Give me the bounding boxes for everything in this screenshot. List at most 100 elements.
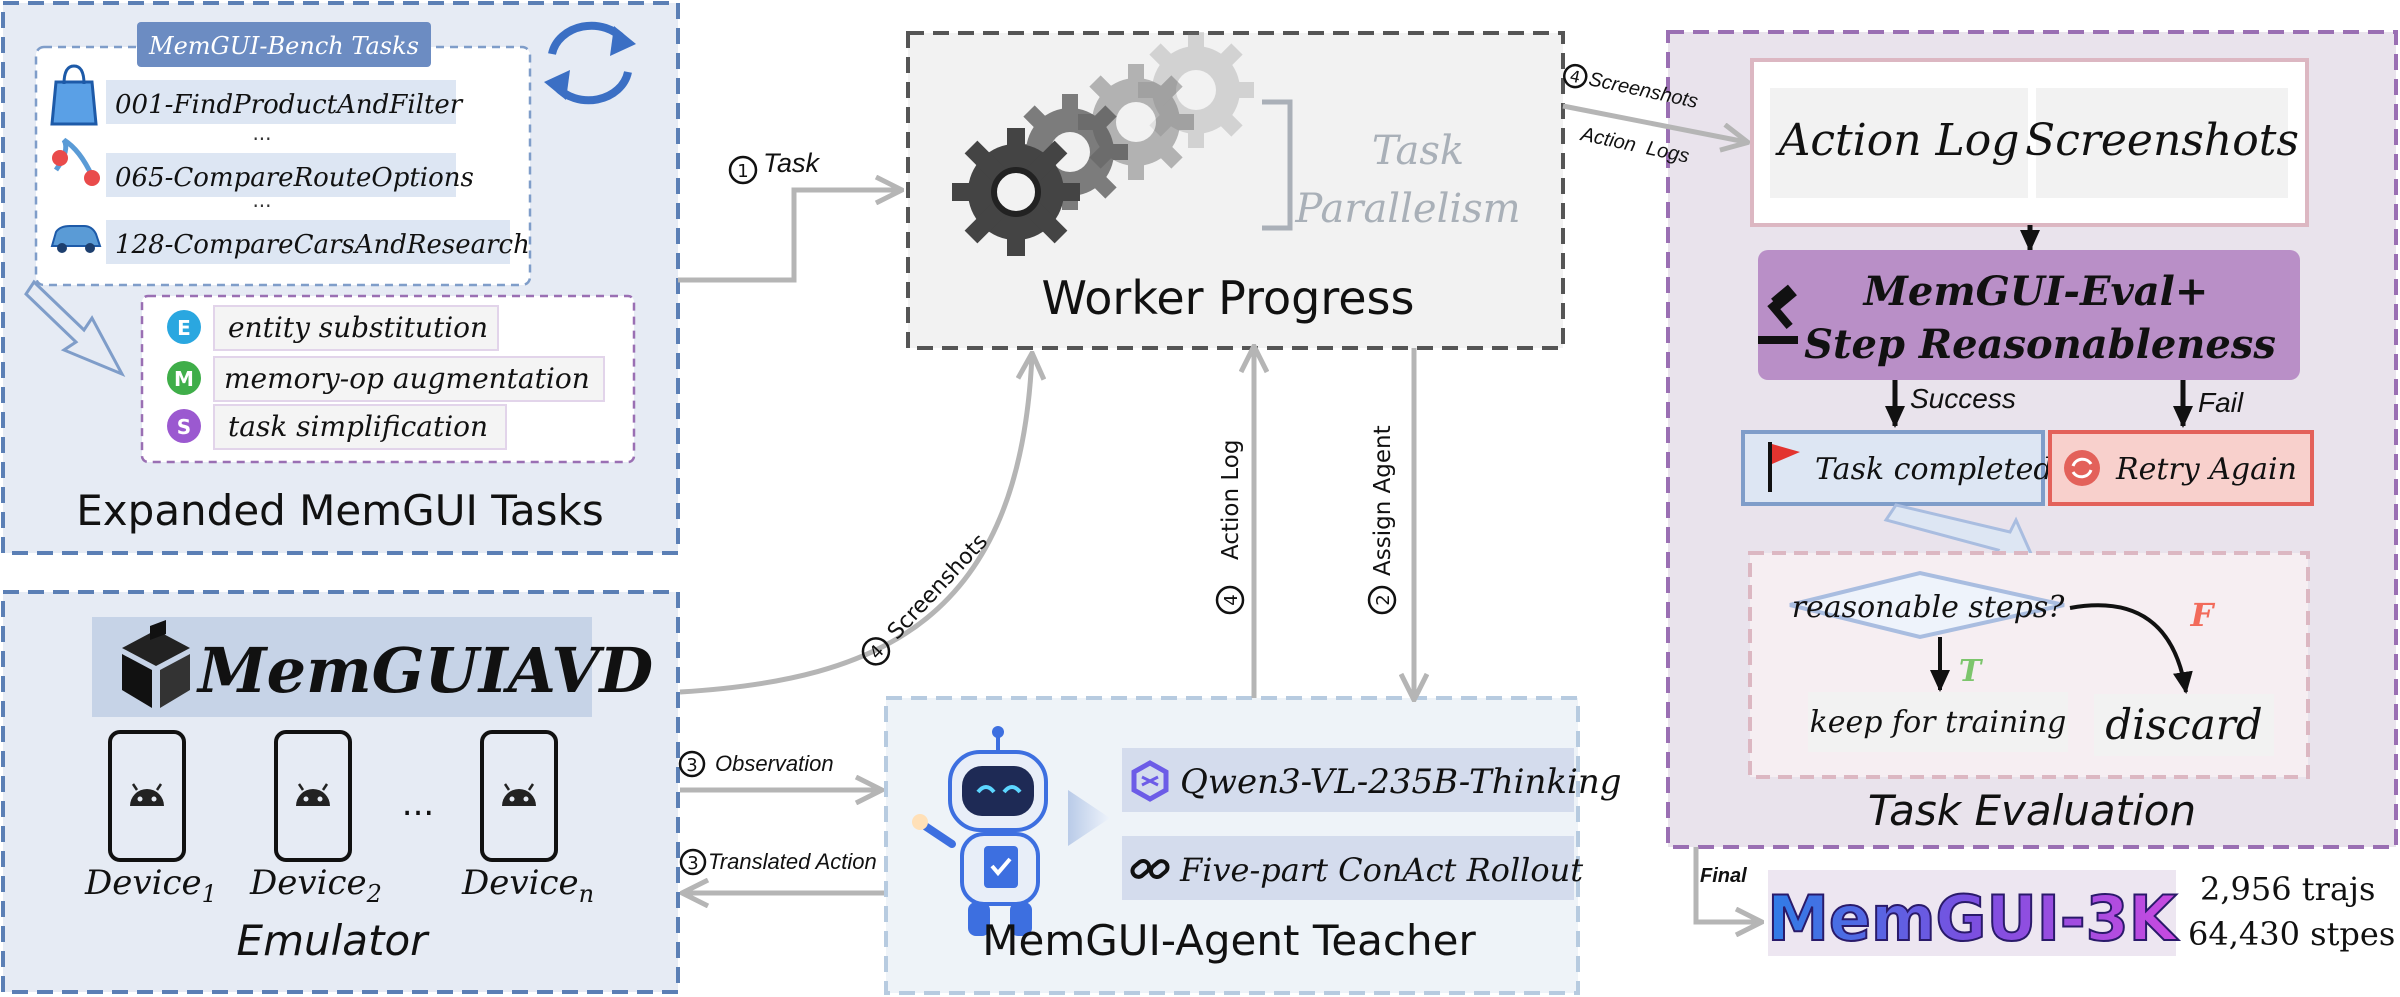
svg-text:4: 4 xyxy=(1221,594,1242,605)
svg-text:3: 3 xyxy=(686,755,697,776)
task-label: 1 Task xyxy=(728,148,821,185)
assign-agent-label: 2 Assign Agent xyxy=(1367,425,1397,615)
emulator-screenshots-arrow xyxy=(679,355,1032,695)
rollout-label: Five-part ConAct Rollout xyxy=(1179,851,1583,889)
retry-icon xyxy=(2064,450,2100,486)
teacher-panel: Qwen3-VL-235B-Thinking Five-part ConAct … xyxy=(884,696,1622,995)
aug-badge: S xyxy=(177,415,191,439)
task-item: 001-FindProductAndFilter xyxy=(50,64,464,126)
device-1: Device1 xyxy=(84,730,217,908)
screenshots-label: Screenshots xyxy=(2025,115,2299,166)
decision-diamond xyxy=(1789,570,2065,640)
eval-title-2: Step Reasonableness xyxy=(1804,321,2276,368)
ellipsis: ... xyxy=(402,784,434,824)
device-2: Device2 xyxy=(249,730,382,908)
decision-question: reasonable steps? xyxy=(1792,590,2066,625)
refresh-arrows-icon xyxy=(544,21,636,105)
aug-label: task simplification xyxy=(228,410,488,443)
task-item-label: 128-CompareCarsAndResearch xyxy=(115,230,530,260)
false-label: F xyxy=(2190,596,2216,634)
qwen-icon xyxy=(1131,760,1169,802)
evaluation-caption: Task Evaluation xyxy=(1868,786,2196,835)
aug-badge: M xyxy=(174,367,194,391)
pointer-arrow xyxy=(1068,790,1110,846)
svg-text:2: 2 xyxy=(1373,594,1394,605)
worker-panel: Task Parallelism Worker Progress xyxy=(906,31,1565,350)
arrows xyxy=(678,103,1760,922)
aug-label: entity substitution xyxy=(228,311,488,344)
tasks-panel: MemGUI-Bench Tasks 001-FindProductAndFil… xyxy=(1,1,680,555)
aug-label: memory-op augmentation xyxy=(224,362,590,395)
aug-memory: M memory-op augmentation xyxy=(167,356,605,402)
parallelism-line2: Parallelism xyxy=(1294,186,1520,232)
task-item: 065-CompareRouteOptions xyxy=(52,137,474,197)
worker-caption: Worker Progress xyxy=(1042,271,1415,325)
true-label: T xyxy=(1959,654,1984,689)
emulator-screenshots-label: 4 Screenshots xyxy=(861,529,993,666)
android-icon xyxy=(296,783,330,806)
expand-arrow xyxy=(24,279,126,377)
device-n: Devicen xyxy=(461,730,594,908)
svg-text:1: 1 xyxy=(737,161,748,182)
task-completed-label: Task completed xyxy=(1815,452,2053,487)
svg-text:Translated Action: Translated Action xyxy=(708,849,877,874)
dataset-name: MemGUI-3K xyxy=(1767,882,2179,955)
flag-icon xyxy=(1768,442,1800,492)
android-icon xyxy=(502,783,536,806)
aug-entity: E entity substitution xyxy=(167,305,499,351)
success-label: Success xyxy=(1910,383,2016,414)
svg-text:3: 3 xyxy=(687,853,698,874)
svg-text:Assign Agent: Assign Agent xyxy=(1370,425,1396,576)
retry-label: Retry Again xyxy=(2115,452,2297,487)
task-arrow xyxy=(678,190,900,283)
svg-text:4: 4 xyxy=(1568,66,1582,87)
svg-text:Task: Task xyxy=(763,148,821,178)
cube-icon xyxy=(122,620,190,708)
discard-label: discard xyxy=(2105,700,2262,749)
emulator-panel: MemGUIAVD Device1 Device2 ... xyxy=(1,590,680,994)
tasks-caption: Expanded MemGUI Tasks xyxy=(76,486,603,535)
task-item-label: 001-FindProductAndFilter xyxy=(115,90,464,120)
action-log-label: 4 Action Log xyxy=(1215,440,1245,615)
device-label: Devicen xyxy=(461,863,594,908)
android-icon xyxy=(130,783,164,806)
car-icon xyxy=(50,225,102,253)
dataset-trajs: 2,956 trajs xyxy=(2200,870,2375,908)
gears-icon xyxy=(952,32,1254,256)
tasks-header: MemGUI-Bench Tasks xyxy=(148,32,419,60)
aug-badge: E xyxy=(177,316,191,340)
task-item: 128-CompareCarsAndResearch xyxy=(50,220,530,264)
svg-text:Observation: Observation xyxy=(715,751,834,776)
to-evaluation-arrow xyxy=(1562,103,1746,142)
device-label: Device1 xyxy=(84,863,217,908)
teacher-caption: MemGUI-Agent Teacher xyxy=(982,916,1476,965)
fail-label: Fail xyxy=(2198,387,2244,418)
shopping-bag-icon xyxy=(50,64,98,126)
dataset-steps: 64,430 stpes xyxy=(2188,915,2395,953)
aug-simplification: S task simplification xyxy=(167,404,507,450)
ellipsis: ... xyxy=(252,188,271,212)
output-badge: MemGUI-3K 2,956 trajs 64,430 stpes xyxy=(1766,870,2395,956)
parallelism-bracket xyxy=(1262,99,1293,231)
parallelism-line1: Task xyxy=(1372,128,1464,174)
device-label: Device2 xyxy=(249,863,382,908)
action-log-label: Action Log xyxy=(1775,115,2020,166)
final-label: Final xyxy=(1700,865,1747,887)
observation-label: 3 Observation xyxy=(678,750,834,778)
tasks-header-tab xyxy=(137,22,431,67)
eval-title-1: MemGUI-Eval+ xyxy=(1862,268,2209,315)
model-label: Qwen3-VL-235B-Thinking xyxy=(1180,762,1622,802)
route-map-icon xyxy=(52,137,100,186)
svg-text:Screenshots: Screenshots xyxy=(883,529,993,644)
robot-icon xyxy=(912,726,1048,936)
emulator-brand: MemGUIAVD xyxy=(196,634,653,707)
translated-action-label: 3 Translated Action xyxy=(679,848,877,876)
gavel-icon xyxy=(1758,284,1798,344)
keep-label: keep for training xyxy=(1810,705,2067,740)
emulator-caption: Emulator xyxy=(237,916,431,965)
ellipsis: ... xyxy=(252,121,271,145)
svg-text:Action Log: Action Log xyxy=(1218,440,1244,560)
task-item-label: 065-CompareRouteOptions xyxy=(115,163,474,193)
link-icon xyxy=(1130,858,1170,880)
